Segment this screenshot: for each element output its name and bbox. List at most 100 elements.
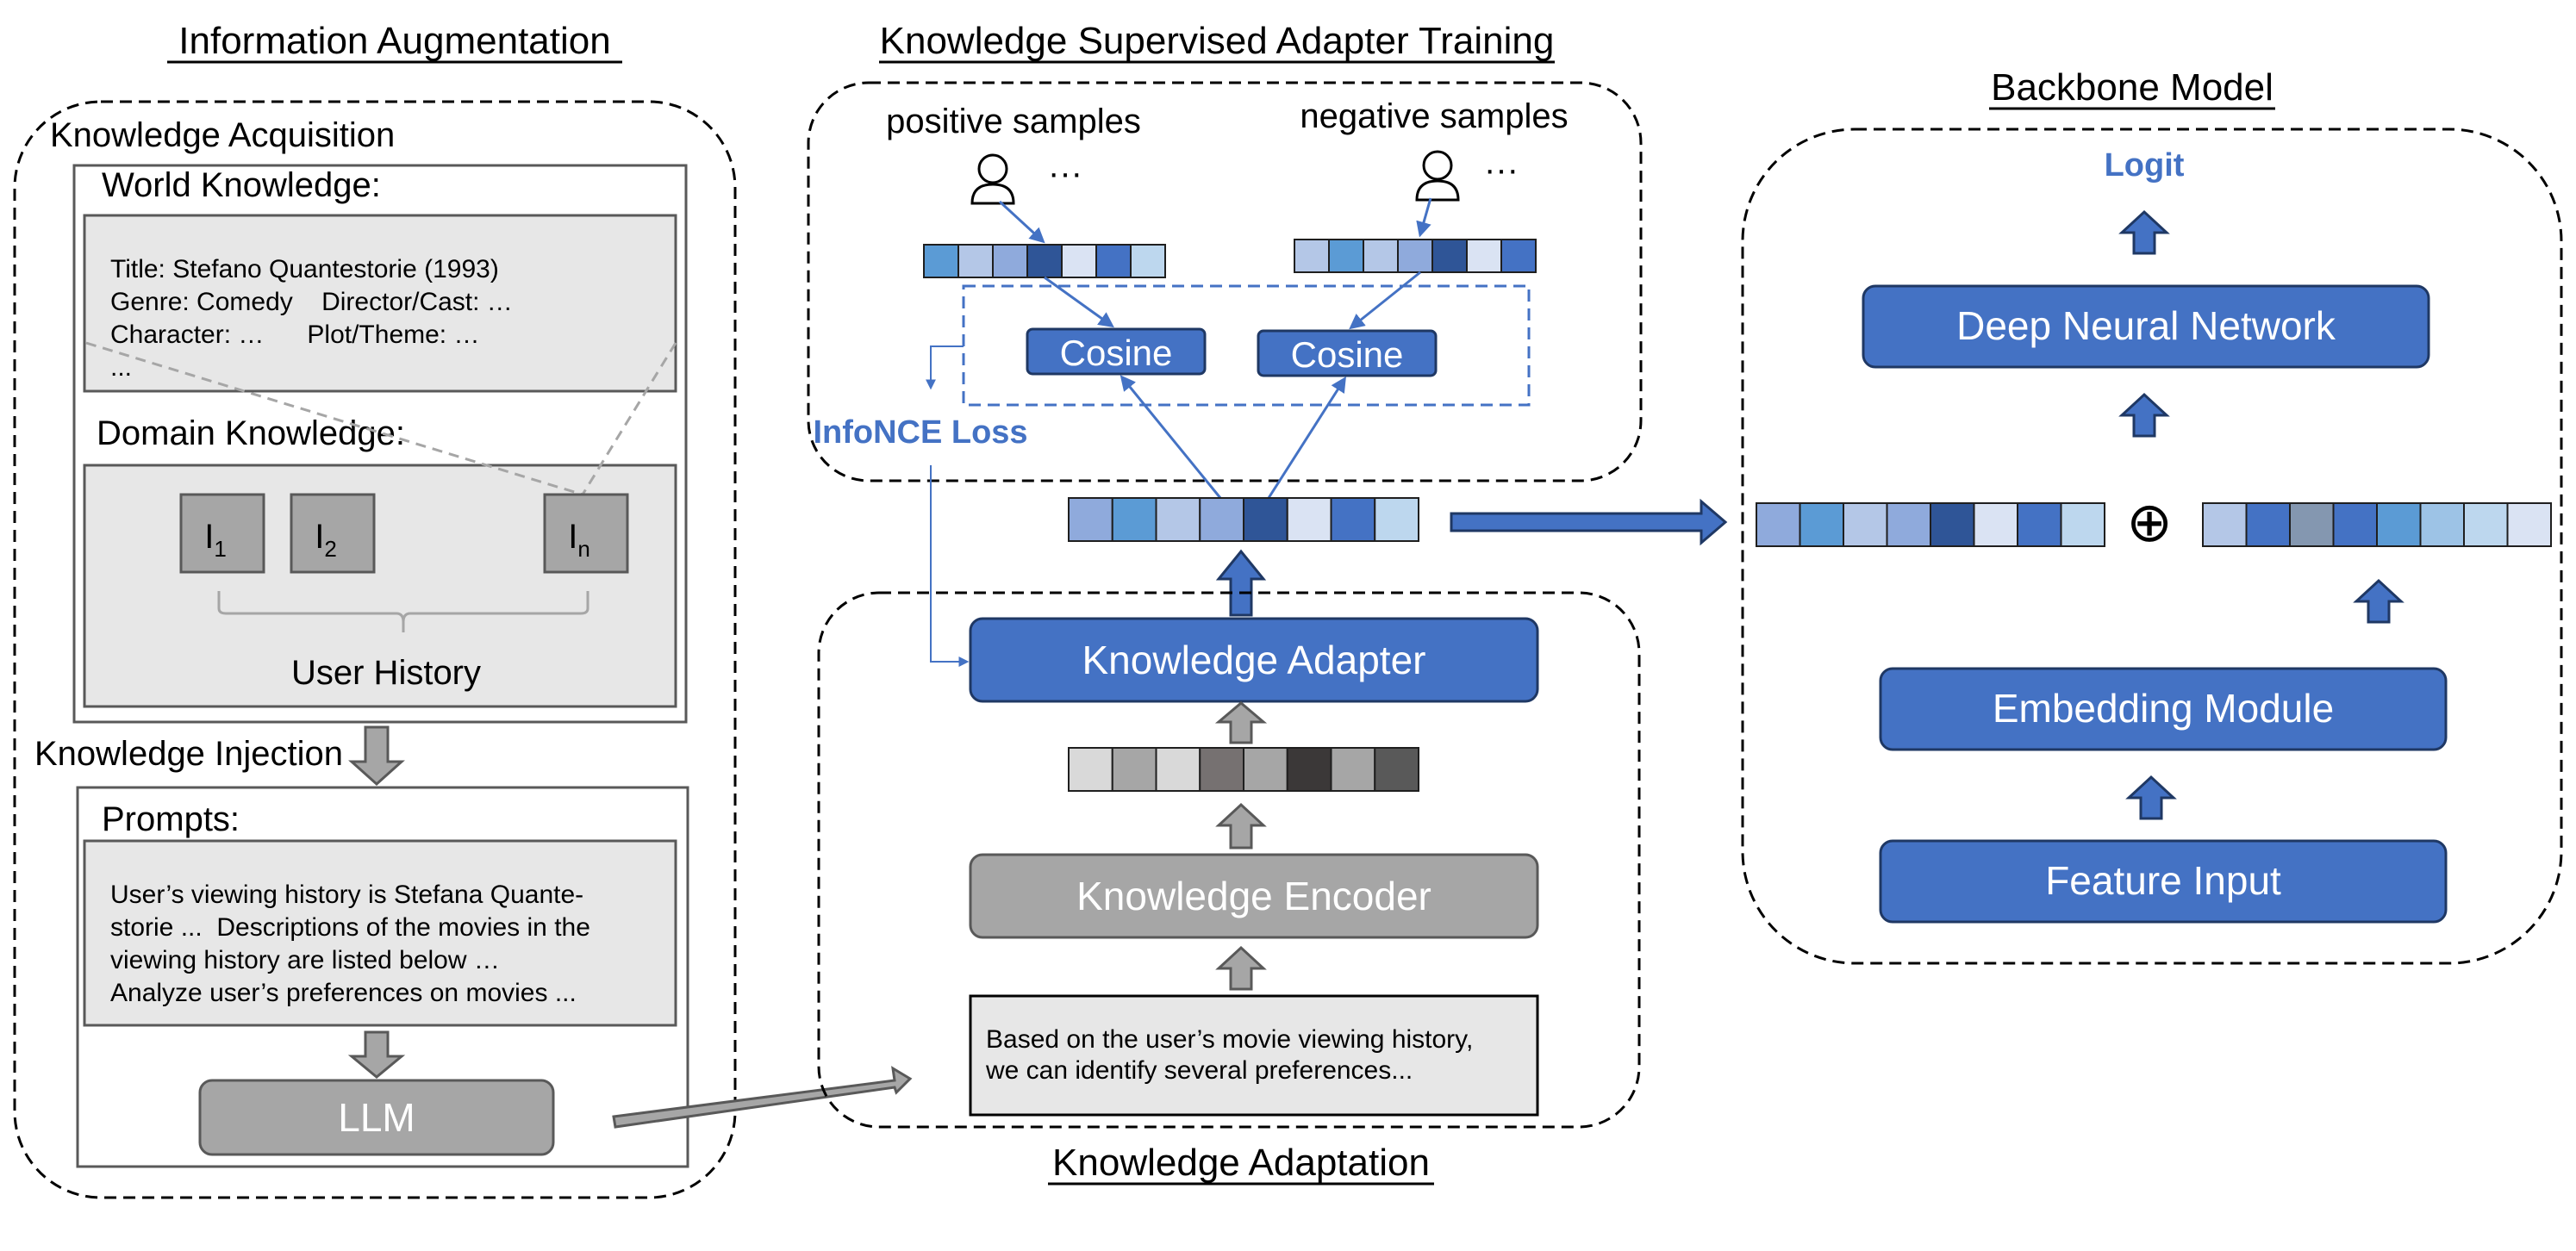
backbone-title: Backbone Model [1991,66,2273,109]
svg-text:In: In [568,518,590,562]
negative-embedding [1294,239,1537,273]
llm-label: LLM [338,1095,415,1140]
embedding-cell [1095,244,1132,278]
knowledge-adaptation-border [817,591,1641,1129]
text-to-encoder-arrow-icon [1215,945,1267,991]
prompts-heading: Prompts: [102,800,240,838]
knowledge-injection-label: Knowledge Injection [34,735,343,773]
embedding-cell [1363,239,1399,273]
embedding-cell [1328,239,1364,273]
llm-output-line: Based on the user’s movie viewing histor… [986,1025,1473,1054]
to-backbone-arrow-icon [1450,498,1728,546]
embedding-cell [1061,244,1097,278]
knowledge-encoder-box [969,853,1539,939]
adapter-training-border [807,81,1643,482]
llm-output-arrow-icon [612,1066,913,1129]
embedding-cell [1843,502,1888,547]
concat-icon: ⊕ [2126,491,2173,555]
world-knowledge-heading: World Knowledge: [102,166,381,204]
info-augmentation-title: Information Augmentation [178,20,610,62]
embedding-cell [1199,747,1244,792]
prompt-line: viewing history are listed below … [110,946,500,974]
feature-embedding [2202,502,2552,547]
embedding-cell [1286,497,1332,542]
knowledge-adapter-box [969,617,1539,703]
embedding-cell [1930,502,1975,547]
adapter-training-title: Knowledge Supervised Adapter Training [880,20,1555,62]
dnn-box [1862,284,2430,369]
knowledge-encoder-label: Knowledge Encoder [1076,874,1431,918]
knowledge-adaptation-title: Knowledge Adaptation [1052,1142,1430,1184]
negative-samples-label: negative samples [1300,97,1568,135]
encoder-output-embedding [1068,747,1419,792]
adapter-training-panel: Knowledge Supervised Adapter Training po… [807,20,1643,667]
embedding-cell [2060,502,2105,547]
embedding-module-box [1879,667,2448,751]
positive-samples-label: positive samples [886,103,1141,140]
embedding-cell [992,244,1028,278]
cosine-box-right [1257,329,1438,377]
embedding-cell [1243,497,1288,542]
feature-input-label: Feature Input [2045,858,2281,903]
user-history-brace [217,591,589,632]
prompt-to-llm-arrow-icon [347,1030,406,1079]
history-item-n: In [543,493,629,574]
dnn-label: Deep Neural Network [1956,303,2336,348]
embedding-to-concat-arrow-icon [2353,578,2404,624]
embedding-cell [1886,502,1931,547]
world-knowledge-line: ... [110,353,132,382]
knowledge-adapter-label: Knowledge Adapter [1082,638,1426,682]
knowledge-adaptation-panel: Knowledge Adapter Knowledge Encoder Base… [817,591,1641,1186]
user-history-label: User History [291,654,481,692]
embedding-module-label: Embedding Module [1993,686,2334,731]
embedding-cell [1756,502,1801,547]
embedding-cell [1068,497,1113,542]
adapter-up-arrow-icon [1215,549,1267,617]
embedding-cell [1294,239,1330,273]
world-knowledge-line: Genre: Comedy Director/Cast: … [110,288,513,316]
embedding-cell [2332,502,2378,547]
cosine-label: Cosine [1291,334,1404,375]
injection-arrow-icon [348,725,405,787]
embedding-cell [1068,747,1113,792]
embedding-cell [2506,502,2552,547]
ellipsis-icon: ··· [1048,154,1082,192]
embedding-cell [1199,497,1244,542]
embedding-cell [957,244,994,278]
embedding-cell [2245,502,2291,547]
embedding-cell [1330,497,1376,542]
embedding-cell [1130,244,1166,278]
dnn-to-logit-arrow-icon [2118,209,2170,255]
info-augmentation-panel: Information Augmentation Knowledge Acqui… [13,20,737,1199]
world-knowledge-line: Title: Stefano Quantestorie (1993) [110,255,499,283]
svg-text:I1: I1 [204,518,227,562]
llm-box [198,1079,555,1156]
embedding-cell [1374,497,1419,542]
domain-knowledge-heading: Domain Knowledge: [97,414,405,452]
adapter-output-embedding [1068,497,1419,542]
embedding-cell [1155,747,1201,792]
cosine-label: Cosine [1060,333,1173,373]
embedding-cell [2376,502,2422,547]
infonce-loss-label: InfoNCE Loss [813,414,1027,451]
embedding-cell [2289,502,2335,547]
embedding-cell [1374,747,1419,792]
history-item-1: I1 [179,493,265,574]
prompts-text-box [83,839,677,1027]
embedding-cell [923,244,959,278]
embedding-cell [1111,497,1157,542]
embedding-cell [1111,747,1157,792]
embedding-cell [2463,502,2509,547]
world-knowledge-box [83,214,677,393]
embedding-cell [1243,747,1288,792]
feature-to-embedding-arrow-icon [2125,775,2177,820]
concat-to-dnn-arrow-icon [2118,392,2170,438]
knowledge-acquisition-label: Knowledge Acquisition [50,116,395,154]
ellipsis-icon: ··· [1484,151,1519,189]
embedding-cell [1330,747,1376,792]
embedding-cell [2202,502,2248,547]
embedding-cell [2017,502,2062,547]
logit-label: Logit [2105,147,2185,184]
embedding-cell [1973,502,2018,547]
